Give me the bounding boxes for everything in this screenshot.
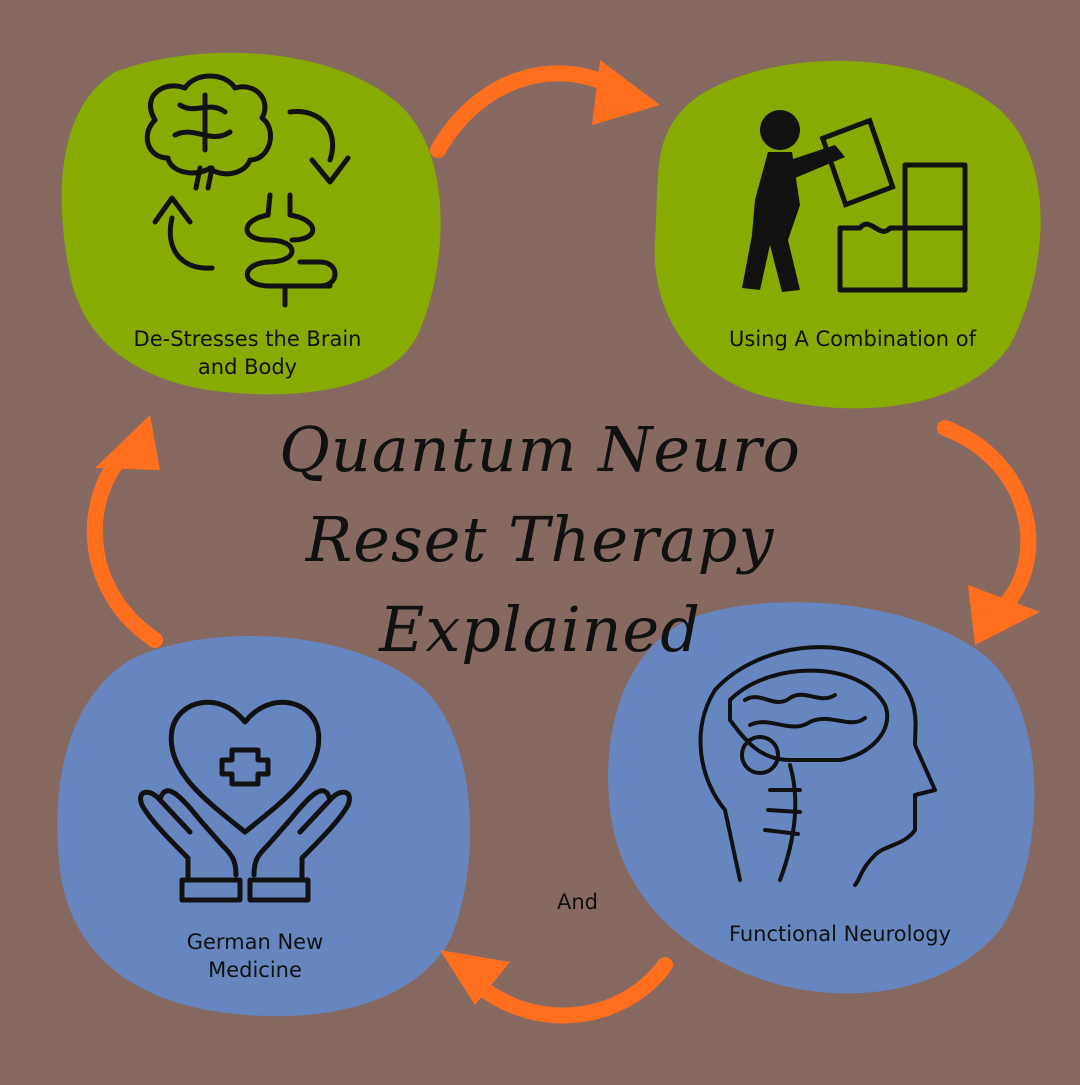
step-label-functional-neurology: Functional Neurology (710, 920, 970, 948)
heart-hands-icon (138, 699, 352, 903)
cycle-arrow-left (86, 415, 163, 648)
head-brain-section-icon (698, 645, 937, 887)
connector-and: And (556, 890, 598, 914)
title-line2: Reset Therapy (305, 503, 775, 576)
person-puzzle-icon (742, 110, 968, 293)
page-title: Quantum Neuro Reset Therapy Explained (250, 405, 830, 675)
step-label-destress-line1: De-Stresses the Brain (133, 327, 362, 351)
title-line1: Quantum Neuro (279, 413, 801, 486)
step-label-german-new-medicine-line1: German New (186, 930, 324, 954)
step-label-combination-line1: Using A Combination of (729, 327, 976, 351)
cycle-arrow-top (430, 60, 660, 158)
step-blob-combination (654, 60, 1041, 409)
step-label-combination: Using A Combination of (705, 325, 1000, 353)
step-label-german-new-medicine-line2: Medicine (208, 958, 302, 982)
step-label-functional-neurology-line1: Functional Neurology (728, 922, 952, 946)
step-label-destress: De-Stresses the Brain and Body (115, 325, 380, 381)
cycle-arrow-bottom (440, 950, 673, 1024)
title-line3: Explained (379, 593, 701, 666)
step-label-destress-line2: and Body (197, 355, 298, 379)
step-label-german-new-medicine: German New Medicine (155, 928, 355, 984)
cycle-arrow-right (937, 420, 1040, 645)
brain-gut-cycle-icon (144, 73, 351, 308)
step-blob-functional-neurology (608, 602, 1035, 994)
step-blob-german-new-medicine (57, 636, 471, 1017)
